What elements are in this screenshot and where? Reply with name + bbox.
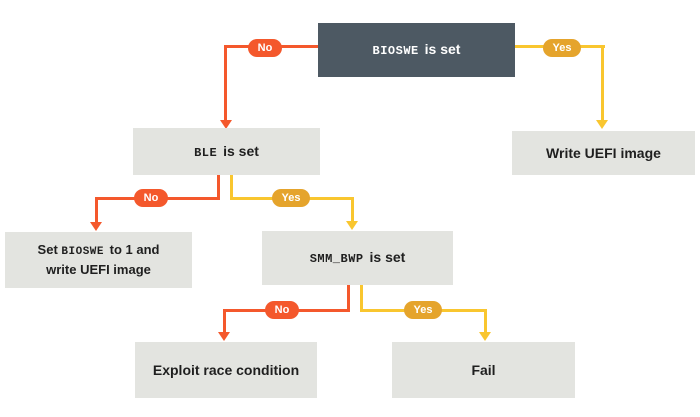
arrowhead-to-fail <box>479 332 491 341</box>
node-label: Exploit race condition <box>152 362 300 378</box>
edge-ble-yes-stub <box>230 175 233 200</box>
arrowhead-to-ble <box>220 120 232 129</box>
edge-ble-no-vertical <box>95 197 98 223</box>
edge-label-yes-1: Yes <box>543 39 581 57</box>
yes-label: Yes <box>281 192 301 204</box>
edge-bioswe-yes-vertical <box>601 45 604 121</box>
arrowhead-to-set-bioswe <box>90 222 102 231</box>
node-fail: Fail <box>392 342 575 398</box>
edge-smm-no-stub <box>347 285 350 310</box>
node-label: BIOSWE is set <box>372 41 461 58</box>
arrowhead-to-exploit <box>218 332 230 341</box>
edge-label-yes-2: Yes <box>272 189 310 207</box>
edge-ble-yes-vertical <box>351 197 354 222</box>
node-label: Write UEFI image <box>546 145 661 161</box>
node-exploit-race-condition: Exploit race condition <box>135 342 317 398</box>
edge-smm-no-vertical <box>223 309 226 333</box>
node-label: SMM_BWP is set <box>309 249 406 266</box>
edge-label-yes-3: Yes <box>404 301 442 319</box>
node-write-uefi-image: Write UEFI image <box>512 131 695 175</box>
node-smm-bwp-is-set: SMM_BWP is set <box>262 231 453 285</box>
yes-label: Yes <box>552 42 572 54</box>
edge-bioswe-no-vertical <box>224 45 227 121</box>
node-label: Fail <box>471 362 496 378</box>
edge-ble-no-stub <box>217 175 220 200</box>
node-ble-is-set: BLE is set <box>133 128 320 175</box>
edge-smm-yes-stub <box>360 285 363 310</box>
edge-label-no-3: No <box>265 301 299 319</box>
arrowhead-to-smm-bwp <box>346 221 358 230</box>
no-label: No <box>257 42 273 54</box>
node-label: BLE is set <box>194 142 259 160</box>
arrowhead-to-write-uefi <box>596 120 608 129</box>
edge-label-no-2: No <box>134 189 168 207</box>
node-bioswe-is-set: BIOSWE is set <box>318 23 515 77</box>
no-label: No <box>143 192 159 204</box>
edge-smm-yes-vertical <box>484 309 487 333</box>
no-label: No <box>274 304 290 316</box>
edge-label-no-1: No <box>248 39 282 57</box>
yes-label: Yes <box>413 304 433 316</box>
